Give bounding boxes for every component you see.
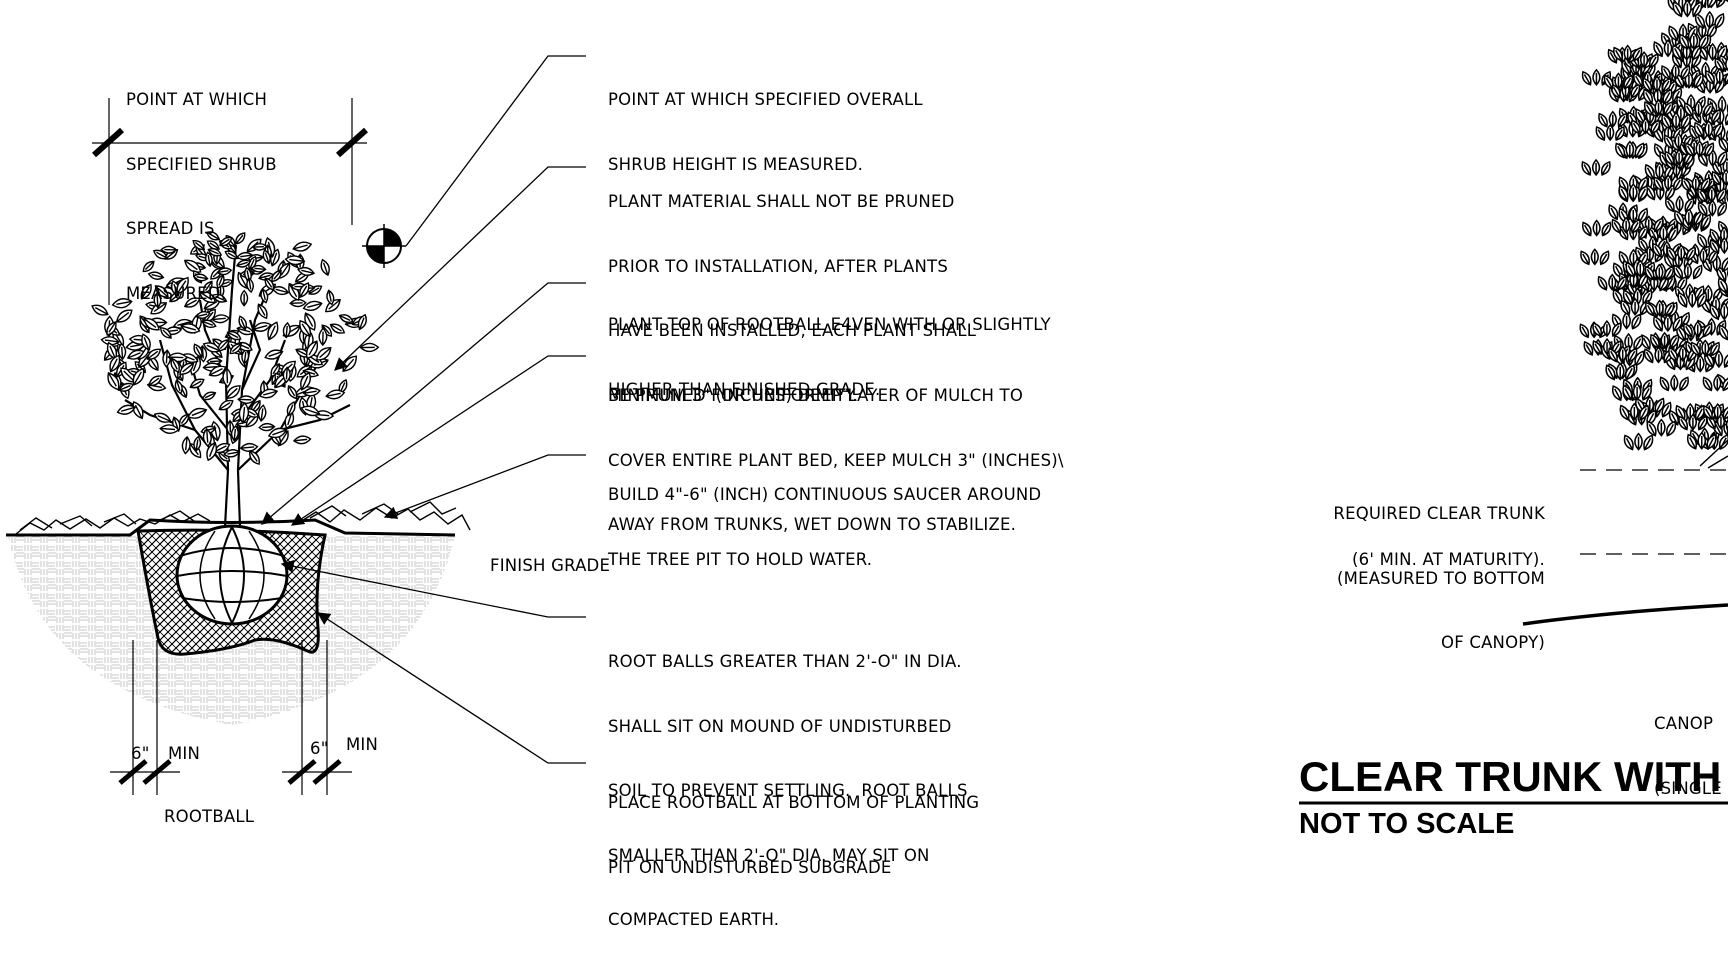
note-canopy-partial: CANOP (SINGLE [1654, 670, 1722, 842]
note-line: AWAY FROM TRUNKS, WET DOWN TO STABILIZE. [608, 515, 1017, 534]
note-line: COVER ENTIRE PLANT BED, KEEP MULCH 3" (I… [608, 450, 1064, 470]
note-shrub-spread: POINT AT WHICH SPECIFIED SHRUB SPREAD IS… [126, 46, 277, 347]
note-line: PLANT TOP OF ROOTBALL E4VEN WITH OR SLIG… [608, 315, 1051, 334]
note-line: MEASURED. [126, 283, 227, 303]
note-line: SPREAD IS [126, 219, 215, 238]
note-line: SPECIFIED SHRUB [126, 154, 277, 174]
label-finish-grade: FINISH GRADE [490, 512, 610, 620]
note-line: PRIOR TO INSTALLATION, AFTER PLANTS [608, 256, 948, 276]
note-line: HIGHER THAN FINISHED GRADE. [608, 379, 881, 399]
note-shrub-height: POINT AT WHICH SPECIFIED OVERALL SHRUB H… [608, 46, 923, 218]
note-min-maturity: (6' MIN. AT MATURITY). [1352, 550, 1545, 569]
finish-grade-line [6, 518, 456, 537]
clear-trunk-lines [1522, 439, 1728, 626]
note-pruning: PLANT MATERIAL SHALL NOT BE PRUNED PRIOR… [608, 148, 976, 449]
rootball [175, 524, 289, 626]
note-subgrade: PLACE ROOTBALL AT BOTTOM OF PLANTING PIT… [608, 749, 979, 921]
note-line: SOIL TO PREVENT SETTLING. ROOT BALLS [608, 781, 968, 800]
note-line: POINT AT WHICH [126, 90, 268, 109]
label-rootball: ROOTBALL [164, 807, 255, 826]
note-line: THE TREE PIT TO HOLD WATER. [608, 549, 873, 569]
height-point-symbol [362, 224, 406, 268]
note-line: CANOP [1654, 714, 1714, 733]
dimension-right-label: MIN [346, 735, 379, 754]
detail-subtitle: NOT TO SCALE [1299, 808, 1515, 840]
note-rootball-top: PLANT TOP OF ROOTBALL E4VEN WITH OR SLIG… [608, 271, 1051, 443]
note-line: (SINGLE [1654, 778, 1722, 798]
spread-dimension [92, 98, 368, 305]
note-saucer: BUILD 4"-6" (INCH) CONTINUOUS SAUCER ARO… [608, 441, 1041, 613]
note-line: SHRUB HEIGHT IS MEASURED. [608, 154, 864, 174]
tree-canopy [1579, 0, 1728, 451]
detail-title: CLEAR TRUNK WITH [1299, 753, 1722, 800]
note-line: FINISH GRADE [490, 556, 611, 575]
dimension-right-value: 6" [310, 739, 329, 758]
note-mulch: MINIMUM 3" (INCHES) DEEP LAYER OF MULCH … [608, 342, 1064, 579]
note-line: SHALL SIT ON MOUND OF UNDISTURBED [608, 716, 952, 736]
dimension-left-label: MIN [168, 744, 201, 763]
planting-detail-drawing: POINT AT WHICH SPECIFIED SHRUB SPREAD IS… [6, 0, 1728, 929]
note-line: REQUIRED CLEAR TRUNK [1333, 504, 1545, 523]
note-line: ROOT BALLS GREATER THAN 2'-O" IN DIA. [608, 652, 962, 671]
note-line: PLACE ROOTBALL AT BOTTOM OF PLANTING [608, 793, 980, 812]
detail-linework [6, 0, 1728, 805]
note-required-clear-trunk: REQUIRED CLEAR TRUNK (MEASURED TO BOTTOM… [1333, 460, 1545, 697]
note-line: BE PRUNED FOR UNIFORMITY. [608, 385, 858, 405]
leader-lines [261, 55, 586, 764]
note-line: PLANT MATERIAL SHALL NOT BE PRUNED [608, 192, 955, 211]
note-line: MINIMUM 3" (INCHES) DEEP LAYER OF MULCH … [608, 386, 1024, 405]
shrub-foliage [91, 231, 380, 465]
note-line: BUILD 4"-6" (INCH) CONTINUOUS SAUCER ARO… [608, 485, 1042, 504]
note-line: PIT ON UNDISTURBED SUBGRADE [608, 857, 892, 877]
note-line: OF CANOPY) [1441, 633, 1545, 652]
note-line: HAVE BEEN INSTALLED, EACH PLANT SHALL [608, 321, 977, 340]
dimension-left-value: 6" [131, 744, 150, 763]
note-line: POINT AT WHICH SPECIFIED OVERALL [608, 90, 923, 109]
note-line: (MEASURED TO BOTTOM [1337, 568, 1545, 588]
min-clearance-dimensions [110, 640, 352, 795]
